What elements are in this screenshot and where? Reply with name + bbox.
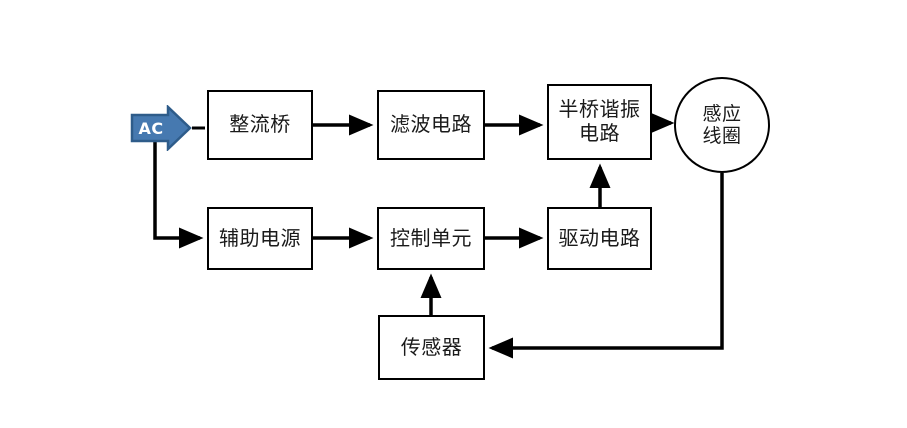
block-half-bridge-resonant-circuit[interactable]: 半桥谐振 电路 (547, 84, 652, 160)
block-half-bridge-resonant-circuit-label: 半桥谐振 电路 (558, 97, 641, 145)
block-rectifier[interactable]: 整流桥 (207, 90, 313, 160)
ac-arrow-shape (130, 104, 192, 152)
block-rectifier-label: 整流桥 (229, 112, 291, 137)
block-induction-coil[interactable]: 感应 线圈 (674, 77, 770, 173)
ac-source-arrow[interactable]: AC (130, 104, 192, 152)
block-induction-coil-label: 感应 线圈 (702, 102, 742, 147)
block-auxiliary-power-supply[interactable]: 辅助电源 (207, 207, 313, 270)
block-drive-circuit[interactable]: 驱动电路 (547, 207, 652, 270)
block-filter-circuit[interactable]: 滤波电路 (377, 90, 485, 160)
block-auxiliary-power-supply-label: 辅助电源 (219, 225, 301, 250)
block-sensor-label: 传感器 (400, 334, 463, 359)
wire-ac-to-auxpower (153, 140, 204, 249)
block-control-unit[interactable]: 控制单元 (377, 207, 485, 270)
block-sensor[interactable]: 传感器 (378, 315, 485, 380)
wire-coil-to-sensor (488, 173, 724, 359)
block-drive-circuit-label: 驱动电路 (558, 225, 641, 250)
block-filter-circuit-label: 滤波电路 (390, 112, 472, 137)
block-control-unit-label: 控制单元 (390, 225, 472, 250)
